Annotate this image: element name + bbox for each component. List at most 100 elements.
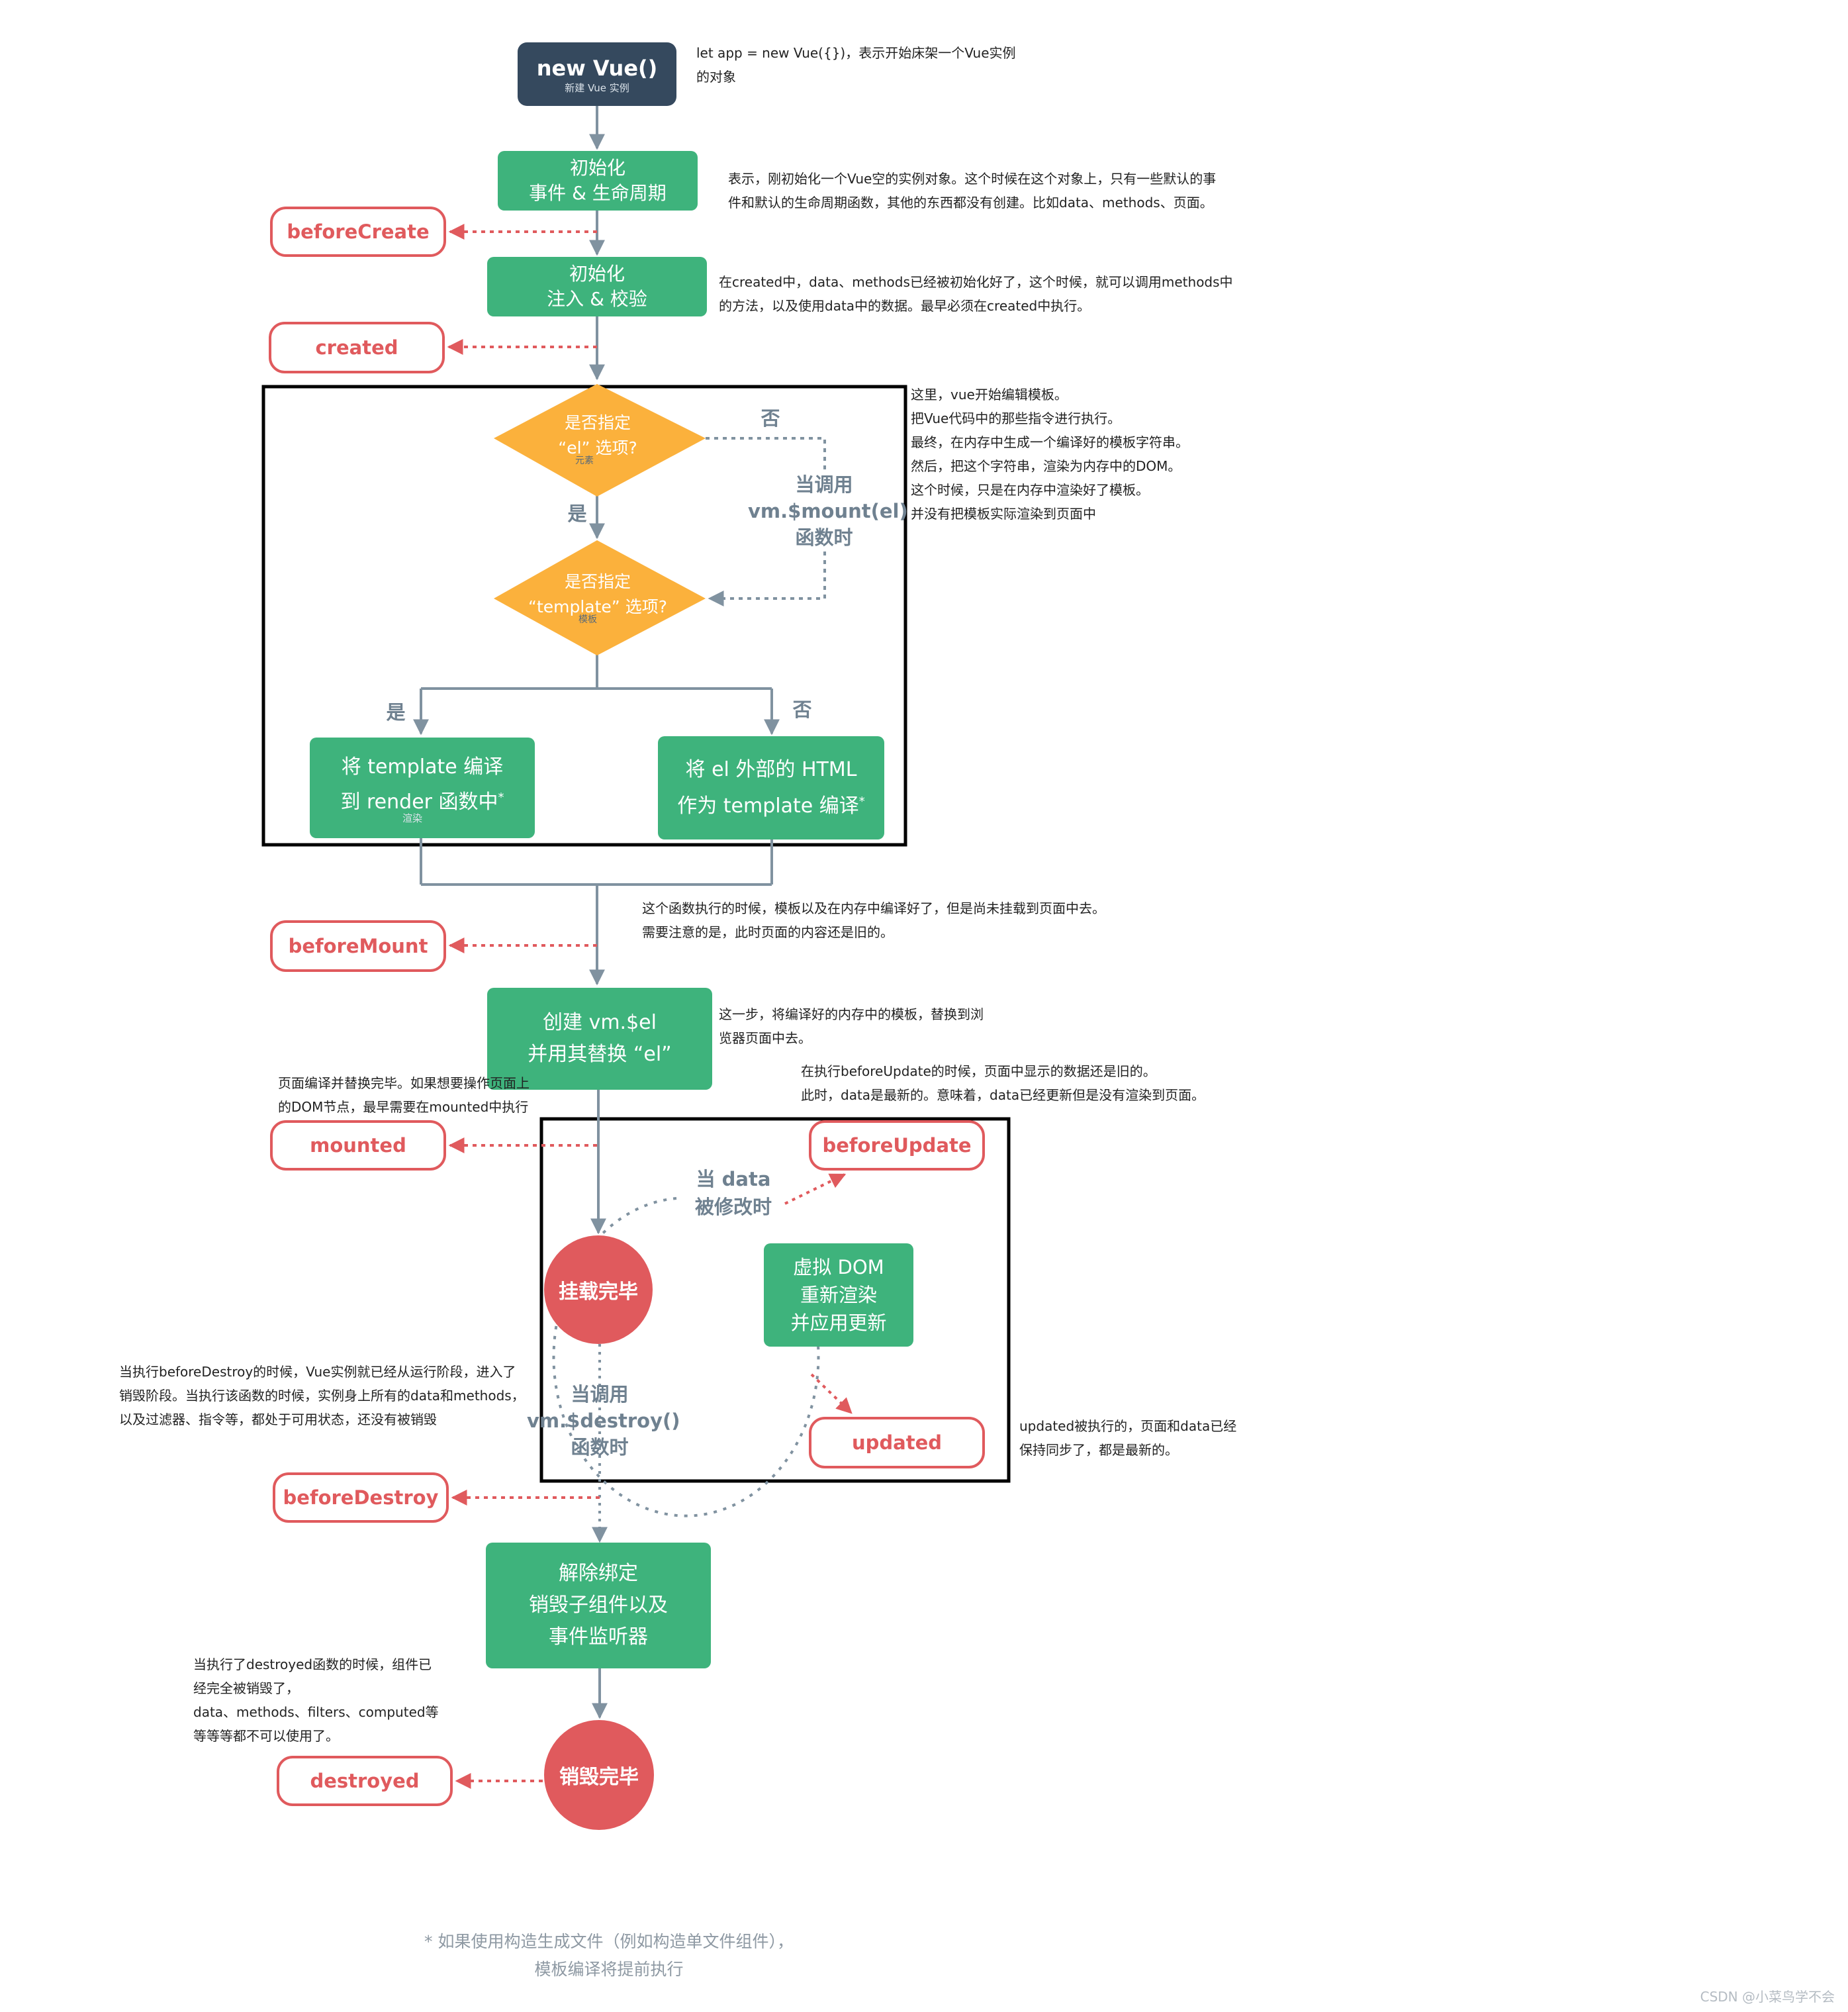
create-el-line2: 并用其替换 “el” <box>528 1043 672 1066</box>
teardown-line3: 事件监听器 <box>549 1625 648 1649</box>
note-created: 在created中，data、methods已经被初始化好了，这个时候，就可以调… <box>719 270 1233 318</box>
hook-updated: updated <box>809 1417 985 1468</box>
el-decision-text: 是否指定 “el” 选项? 元素 <box>511 410 684 466</box>
note-destroyed-line1: 当执行了destroyed函数的时候，组件已 <box>193 1656 432 1672</box>
hook-before-create: beforeCreate <box>270 207 446 257</box>
destroyed-state-circle: 销毁完毕 <box>544 1720 654 1830</box>
note-before-mount-line1: 这个函数执行的时候，模板以及在内存中编译好了，但是尚未挂载到页面中去。 <box>642 900 1105 916</box>
compile-el-line1: 将 el 外部的 HTML <box>685 757 857 781</box>
compile-template-line1: 将 template 编译 <box>341 755 504 779</box>
destroyed-state-label: 销毁完毕 <box>559 1766 639 1789</box>
hook-before-destroy-label: beforeDestroy <box>283 1486 439 1509</box>
hook-before-update: beforeUpdate <box>809 1120 985 1171</box>
note-new-vue-line1: let app = new Vue({})，表示开始床架一个Vue实例 <box>696 45 1016 61</box>
note-template-line5: 这个时候，只是在内存中渲染好了模板。 <box>911 482 1149 498</box>
destroy-call-line1: 当调用 <box>571 1383 629 1406</box>
compile-el-mark: * <box>858 794 865 808</box>
template-decision-line2: “template” 选项? <box>528 597 667 616</box>
note-destroyed-line2: 经完全被销毁了， <box>193 1680 299 1696</box>
el-no-label: 否 <box>761 407 780 430</box>
template-decision-hint: 模板 <box>578 614 597 625</box>
note-before-mount-line2: 需要注意的是，此时页面的内容还是旧的。 <box>642 924 894 940</box>
note-template-line6: 并没有把模板实际渲染到页面中 <box>911 506 1096 522</box>
note-create-el: 这一步，将编译好的内存中的模板，替换到浏 览器页面中去。 <box>719 1002 984 1050</box>
init-events-line2: 事件 & 生命周期 <box>529 182 667 204</box>
hook-before-update-label: beforeUpdate <box>822 1134 972 1157</box>
compile-template-node: 将 template 编译 到 render 函数中* 渲染 <box>310 738 535 838</box>
hook-before-mount-label: beforeMount <box>288 935 428 957</box>
create-el-node: 创建 vm.$el 并用其替换 “el” <box>487 988 712 1090</box>
footnote-line2: 模板编译将提前执行 <box>534 1960 684 1979</box>
footnote: * 如果使用构造生成文件（例如构造单文件组件）， 模板编译将提前执行 <box>371 1928 847 1984</box>
init-inject-line1: 初始化 <box>569 263 625 285</box>
el-decision-diamond <box>494 384 706 497</box>
teardown-line2: 销毁子组件以及 <box>529 1594 668 1617</box>
note-new-vue-line2: 的对象 <box>696 69 736 85</box>
init-inject-line2: 注入 & 校验 <box>547 288 647 310</box>
note-new-vue: let app = new Vue({})，表示开始床架一个Vue实例 的对象 <box>696 41 1016 89</box>
hook-updated-label: updated <box>851 1431 943 1454</box>
vdom-node: 虚拟 DOM 重新渲染 并应用更新 <box>764 1243 913 1347</box>
mount-call-line1: 当调用 <box>795 473 853 496</box>
note-template-line1: 这里，vue开始编辑模板。 <box>911 387 1068 403</box>
note-created-line1: 在created中，data、methods已经被初始化好了，这个时候，就可以调… <box>719 274 1233 290</box>
template-compile-frame <box>261 385 907 847</box>
mounted-state-label: 挂载完毕 <box>559 1280 638 1304</box>
vdom-line2: 重新渲染 <box>800 1284 877 1306</box>
mount-call-line2: vm.$mount(el) <box>748 500 908 522</box>
note-create-el-line1: 这一步，将编译好的内存中的模板，替换到浏 <box>719 1006 984 1022</box>
note-before-mount: 这个函数执行的时候，模板以及在内存中编译好了，但是尚未挂载到页面中去。 需要注意… <box>642 896 1105 944</box>
el-decision-line2: “el” 选项? <box>558 438 637 457</box>
note-before-create-line2: 件和默认的生命周期函数，其他的东西都没有创建。比如data、methods、页面… <box>728 195 1213 211</box>
note-create-el-line2: 览器页面中去。 <box>719 1030 811 1046</box>
template-no-label: 否 <box>792 698 812 721</box>
data-changed-line2: 被修改时 <box>694 1196 772 1218</box>
note-before-destroy-line2: 销毁阶段。当执行该函数的时候，实例身上所有的data和methods， <box>119 1388 525 1404</box>
new-vue-title: new Vue() <box>536 56 658 81</box>
el-decision-hint: 元素 <box>575 455 594 466</box>
note-updated: updated被执行的，页面和data已经 保持同步了，都是最新的。 <box>1019 1414 1236 1462</box>
note-before-create: 表示，刚初始化一个Vue空的实例对象。这个时候在这个对象上，只有一些默认的事 件… <box>728 167 1216 215</box>
update-loop-frame <box>539 1117 1011 1483</box>
note-template-line3: 最终，在内存中生成一个编译好的模板字符串。 <box>911 434 1189 450</box>
compile-el-line2-wrap: 作为 template 编译* <box>677 786 865 822</box>
compile-template-line2-wrap: 到 render 函数中* <box>340 783 504 818</box>
note-mounted-line1: 页面编译并替换完毕。如果想要操作页面上 <box>278 1075 530 1091</box>
note-template-line4: 然后，把这个字符串，渲染为内存中的DOM。 <box>911 458 1181 474</box>
new-vue-node: new Vue() 新建 Vue 实例 <box>518 42 676 106</box>
data-changed-line1: 当 data <box>696 1168 771 1190</box>
new-vue-subtitle: 新建 Vue 实例 <box>565 82 629 94</box>
compile-el-node: 将 el 外部的 HTML 作为 template 编译* <box>658 736 884 839</box>
note-before-destroy-line1: 当执行beforeDestroy的时候，Vue实例就已经从运行阶段，进入了 <box>119 1364 516 1380</box>
data-changed-label: 当 data 被修改时 <box>667 1165 800 1221</box>
note-updated-line2: 保持同步了，都是最新的。 <box>1019 1442 1178 1458</box>
note-before-destroy: 当执行beforeDestroy的时候，Vue实例就已经从运行阶段，进入了 销毁… <box>119 1360 525 1431</box>
vdom-line3: 并应用更新 <box>790 1312 887 1334</box>
destroy-call-label: 当调用 vm.$destroy() 函数时 <box>527 1381 680 1461</box>
compile-el-line2: 作为 template 编译 <box>677 794 859 818</box>
mounted-state-circle: 挂载完毕 <box>544 1235 653 1344</box>
teardown-node: 解除绑定 销毁子组件以及 事件监听器 <box>486 1543 711 1668</box>
compile-template-hint: 渲染 <box>402 812 422 824</box>
note-created-line2: 的方法，以及使用data中的数据。最早必须在created中执行。 <box>719 298 1091 314</box>
hook-mounted: mounted <box>270 1120 446 1171</box>
hook-before-create-label: beforeCreate <box>287 220 430 243</box>
template-decision-line1: 是否指定 <box>564 572 631 591</box>
note-destroyed-line3: data、methods、filters、computed等 <box>193 1704 439 1720</box>
note-mounted-line2: 的DOM节点，最早需要在mounted中执行 <box>278 1099 529 1115</box>
note-destroyed-line4: 等等等都不可以使用了。 <box>193 1728 339 1744</box>
destroy-call-line2: vm.$destroy() <box>527 1410 680 1432</box>
teardown-line1: 解除绑定 <box>559 1562 638 1585</box>
mount-call-line3: 函数时 <box>795 526 853 549</box>
hook-destroyed-label: destroyed <box>310 1770 420 1792</box>
init-events-line1: 初始化 <box>569 157 625 179</box>
note-updated-line1: updated被执行的，页面和data已经 <box>1019 1418 1237 1434</box>
note-before-update: 在执行beforeUpdate的时候，页面中显示的数据还是旧的。 此时，data… <box>801 1059 1205 1107</box>
init-events-node: 初始化 事件 & 生命周期 <box>498 151 698 211</box>
note-destroyed: 当执行了destroyed函数的时候，组件已 经完全被销毁了， data、met… <box>193 1653 439 1748</box>
mount-call-label: 当调用 vm.$mount(el) 函数时 <box>748 471 908 551</box>
note-before-update-line2: 此时，data是最新的。意味着，data已经更新但是没有渲染到页面。 <box>801 1087 1205 1103</box>
note-mounted: 页面编译并替换完毕。如果想要操作页面上 的DOM节点，最早需要在mounted中… <box>278 1071 530 1119</box>
